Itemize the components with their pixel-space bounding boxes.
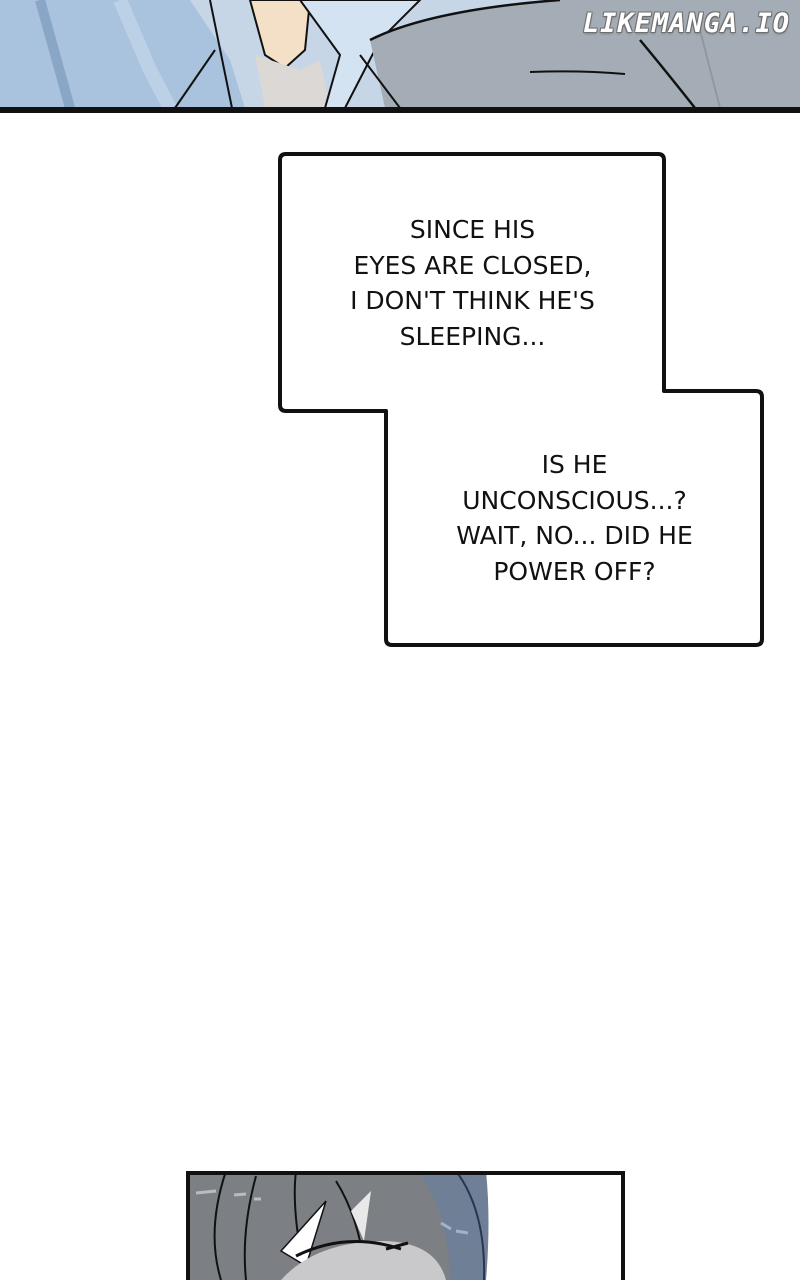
bottom-comic-panel (186, 1171, 626, 1280)
top-panel-art (0, 0, 800, 113)
bubble-2-line: WAIT, NO... DID HE (456, 521, 693, 550)
bubble-2-line: POWER OFF? (493, 556, 656, 586)
bottom-panel-art (186, 1171, 626, 1280)
bubble-1-line: EYES ARE CLOSED, (353, 250, 592, 280)
watermark: LIKEMANGA.IO (582, 8, 790, 39)
bubble-1-line: SINCE HIS (409, 215, 536, 244)
speech-bubble-1: SINCE HIS EYES ARE CLOSED, I DON'T THINK… (280, 212, 665, 354)
bubble-2-line: UNCONSCIOUS...? (462, 485, 687, 515)
bubble-2-line: IS HE (541, 450, 608, 479)
bubble-1-line: I DON'T THINK HE'S (350, 286, 595, 315)
top-comic-panel: LIKEMANGA.IO (0, 0, 800, 113)
bubble-1-line: SLEEPING... (399, 321, 546, 351)
speech-bubble-2: IS HE UNCONSCIOUS...? WAIT, NO... DID HE… (388, 447, 761, 589)
